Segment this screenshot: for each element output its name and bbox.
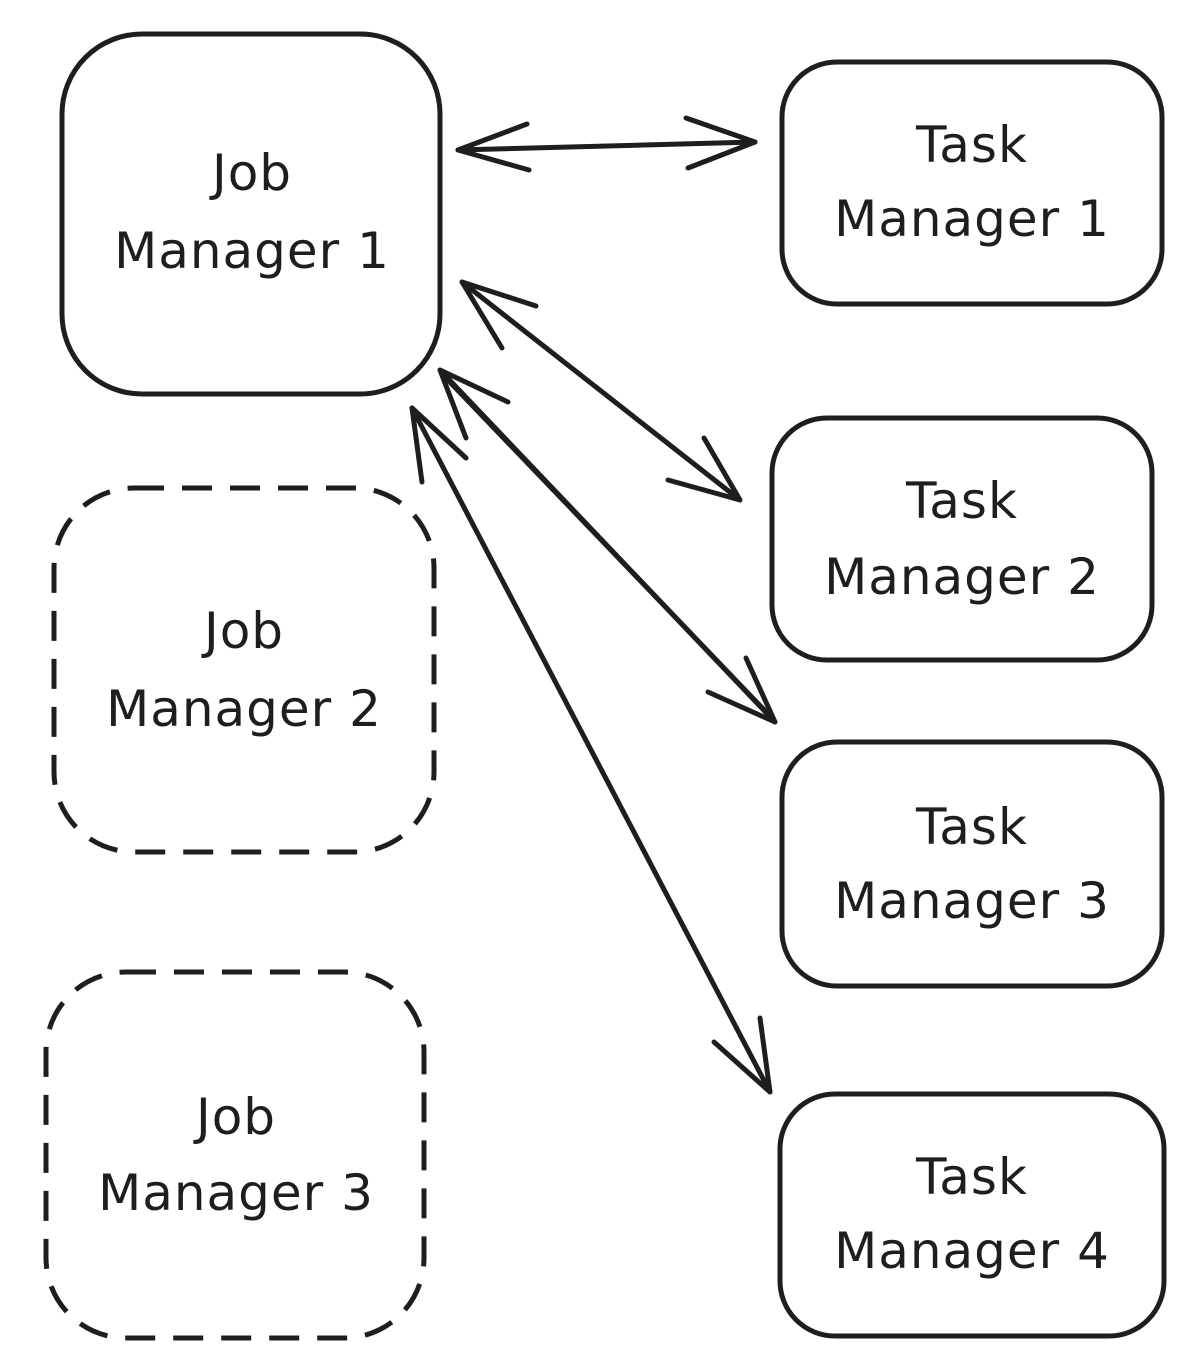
arrow-head-jm1-end	[409, 405, 469, 485]
edge-jm1-tm4	[409, 405, 773, 1095]
edge-jm1-tm2	[459, 279, 743, 503]
node-job-manager-1: Job Manager 1	[59, 31, 443, 397]
arrow-head-jm1-end	[437, 367, 511, 441]
node-job-manager-2: Job Manager 2	[51, 485, 437, 855]
node-label-line2: Manager 2	[106, 680, 382, 738]
node-task-manager-2: Task Manager 2	[769, 415, 1155, 663]
node-label-line1: Job	[209, 144, 292, 202]
node-label-line1: Job	[201, 602, 284, 660]
node-label-line2: Manager 2	[824, 548, 1100, 606]
edge-jm1-tm3	[437, 367, 778, 725]
node-job-manager-3: Job Manager 3	[43, 969, 427, 1341]
node-task-manager-4: Task Manager 4	[777, 1091, 1167, 1339]
arrow-head-tm1-end	[683, 115, 758, 171]
node-label-line1: Task	[915, 798, 1028, 856]
node-task-manager-3: Task Manager 3	[779, 739, 1165, 989]
node-label-line2: Manager 3	[834, 872, 1110, 930]
arrow-head-jm1-end	[455, 121, 532, 173]
arrow-head-jm1-end	[459, 279, 539, 351]
node-label-line2: Manager 1	[834, 190, 1110, 248]
edge-jm1-tm1	[455, 115, 758, 173]
node-label-line1: Task	[915, 1148, 1028, 1206]
node-label-line1: Job	[193, 1088, 276, 1146]
node-label-line1: Task	[905, 472, 1018, 530]
node-label-line2: Manager 4	[834, 1222, 1110, 1280]
arrow-head-tm2-end	[665, 435, 743, 503]
node-label-line1: Task	[915, 116, 1028, 174]
arrow-head-tm3-end	[705, 655, 778, 725]
node-label-line2: Manager 3	[98, 1164, 374, 1222]
node-task-manager-1: Task Manager 1	[779, 59, 1165, 307]
arrow-head-tm4-end	[711, 1015, 773, 1095]
node-label-line2: Manager 1	[114, 222, 390, 280]
